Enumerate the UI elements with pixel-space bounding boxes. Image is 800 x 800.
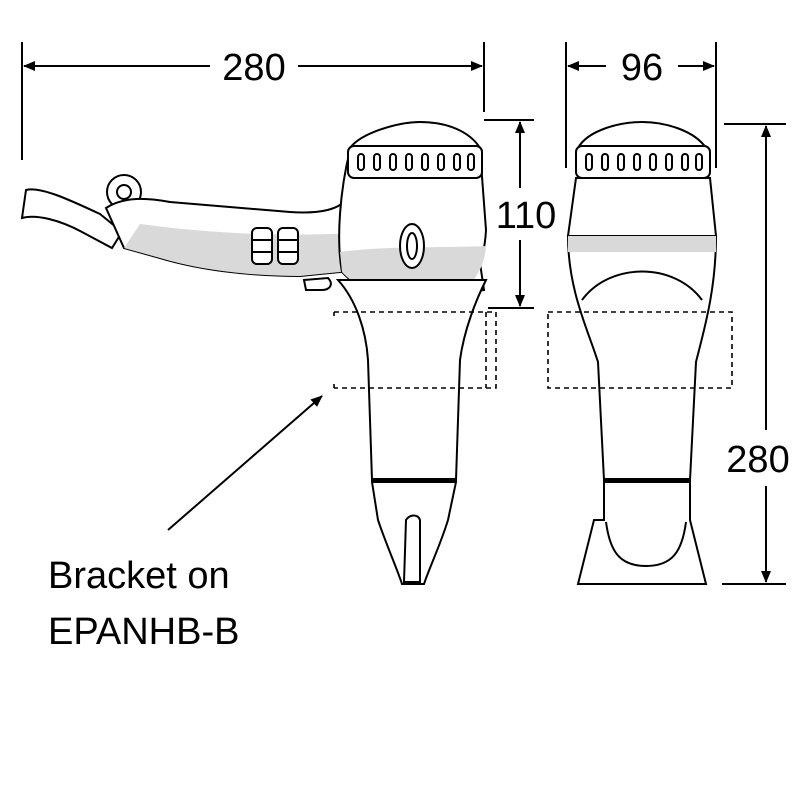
dimension-label-head-height: 110 — [496, 195, 557, 237]
rear-cap — [576, 120, 708, 149]
air-intake-grille — [347, 145, 483, 179]
rear-cap — [347, 120, 482, 149]
barrel — [335, 279, 488, 481]
dimension-front-width: 96 — [565, 42, 717, 168]
switch-icon — [251, 227, 273, 265]
trigger — [302, 276, 332, 291]
dryer-head-front — [566, 177, 718, 237]
dimension-label-side-width: 280 — [222, 47, 285, 89]
air-intake-grille — [575, 145, 711, 179]
callout-label-line1: Bracket on — [48, 555, 230, 597]
hair-dryer-front-view — [566, 120, 718, 585]
hair-dryer-side-view — [20, 120, 488, 585]
barrel-front — [566, 235, 718, 481]
callout-label-line2: EPANHB-B — [48, 611, 239, 653]
grille-slots — [585, 153, 703, 171]
callout-arrow — [167, 395, 323, 531]
dimension-total-height: 280 — [722, 123, 790, 585]
bracket-outline-front — [547, 311, 733, 389]
dimension-side-width: 280 — [21, 42, 485, 160]
power-cord — [20, 188, 124, 250]
switch-icon — [277, 227, 299, 265]
nozzle-slot — [402, 514, 421, 583]
nozzle-front — [576, 481, 708, 585]
grille-slots — [357, 153, 475, 171]
bracket-outline-side — [333, 311, 497, 389]
hanging-loop-hole — [116, 184, 132, 200]
dimension-label-total-height: 280 — [726, 439, 789, 481]
dimension-label-front-width: 96 — [621, 47, 663, 89]
dimension-head-height: 110 — [484, 119, 557, 309]
